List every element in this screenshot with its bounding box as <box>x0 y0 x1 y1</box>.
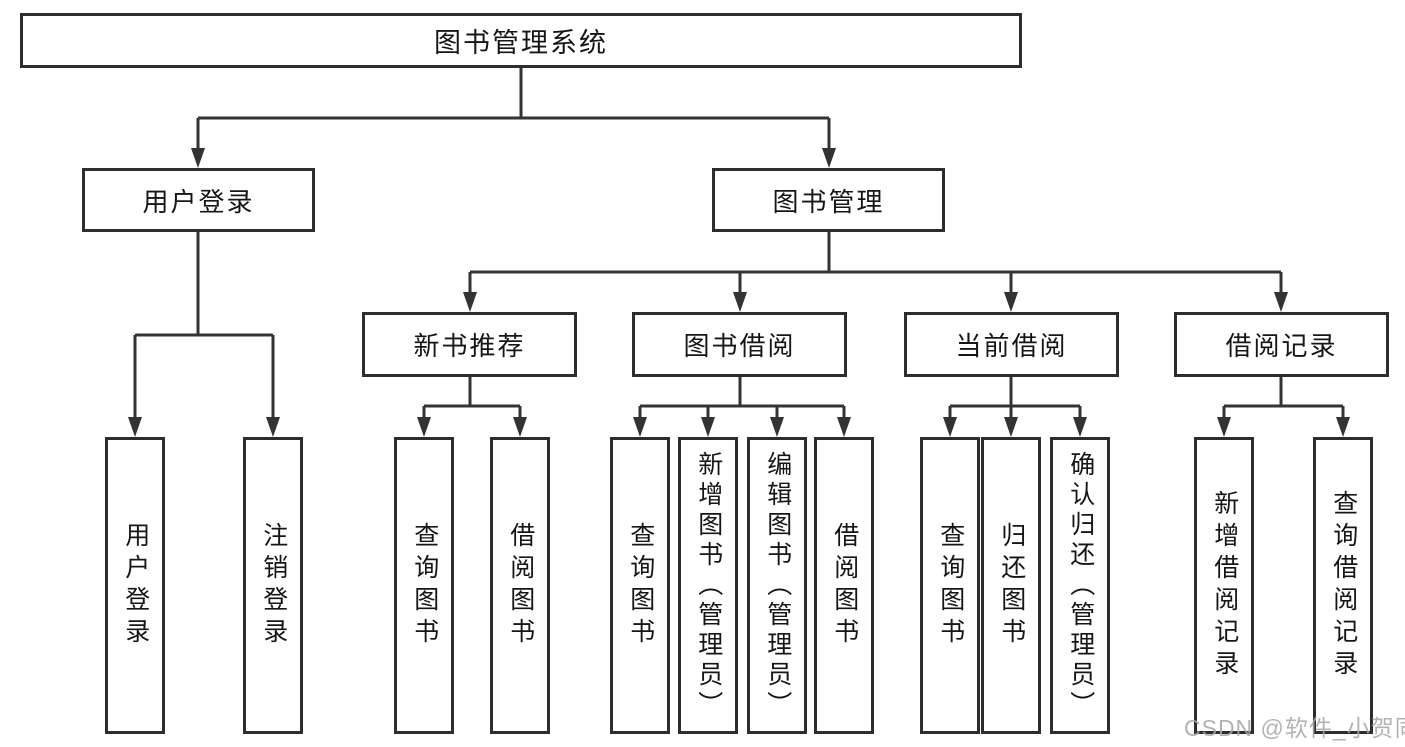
leaf-logout-label: 注销登录 <box>259 521 288 650</box>
leaf-bb-edit-books-admin-label: 编辑图书（管理员） <box>763 450 792 721</box>
leaf-br-query-record: 查询借阅记录 <box>1313 437 1373 734</box>
csdn-watermark: CSDN @软件_小贺同学 <box>1184 715 1405 741</box>
node-book-management: 图书管理 <box>712 168 945 232</box>
node-book-borrow: 图书借阅 <box>632 312 847 377</box>
leaf-cb-return-books: 归还图书 <box>981 437 1041 734</box>
leaf-br-query-record-label: 查询借阅记录 <box>1329 489 1358 682</box>
leaf-nb-borrow-books: 借阅图书 <box>490 437 550 734</box>
leaf-br-add-record: 新增借阅记录 <box>1194 437 1254 734</box>
node-current-borrow: 当前借阅 <box>904 312 1119 377</box>
node-new-book-recommend: 新书推荐 <box>362 312 577 377</box>
leaf-cb-return-books-label: 归还图书 <box>997 521 1026 650</box>
leaf-nb-borrow-books-label: 借阅图书 <box>506 521 535 650</box>
leaf-bb-query-books-label: 查询图书 <box>626 521 655 650</box>
leaf-bb-add-books-admin-label: 新增图书（管理员） <box>694 450 723 721</box>
leaf-cb-confirm-return-admin-label: 确认归还（管理员） <box>1066 450 1095 721</box>
leaf-cb-confirm-return-admin: 确认归还（管理员） <box>1050 437 1110 734</box>
arrowheads <box>128 148 1350 437</box>
leaf-bb-edit-books-admin: 编辑图书（管理员） <box>747 437 807 734</box>
leaf-nb-query-books: 查询图书 <box>394 437 454 734</box>
leaf-bb-borrow-books-label: 借阅图书 <box>830 521 859 650</box>
leaf-nb-query-books-label: 查询图书 <box>410 521 439 650</box>
leaf-cb-query-books-label: 查询图书 <box>936 521 965 650</box>
node-root-system: 图书管理系统 <box>20 13 1022 68</box>
leaf-logout: 注销登录 <box>243 437 303 734</box>
leaf-cb-query-books: 查询图书 <box>920 437 980 734</box>
leaf-br-add-record-label: 新增借阅记录 <box>1210 489 1239 682</box>
leaf-bb-borrow-books: 借阅图书 <box>814 437 874 734</box>
node-user-login: 用户登录 <box>82 168 315 232</box>
leaf-bb-add-books-admin: 新增图书（管理员） <box>678 437 738 734</box>
leaf-bb-query-books: 查询图书 <box>610 437 670 734</box>
leaf-user-login-label: 用户登录 <box>121 521 150 650</box>
leaf-user-login: 用户登录 <box>105 437 165 734</box>
node-borrow-records: 借阅记录 <box>1174 312 1389 377</box>
